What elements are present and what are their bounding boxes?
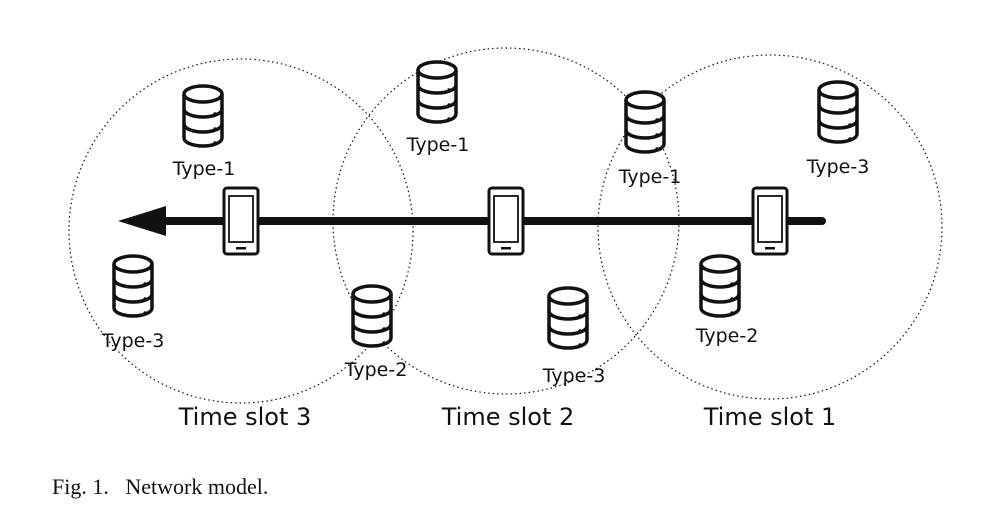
smartphone-icon (222, 186, 260, 256)
database-server-icon (416, 60, 458, 124)
time-slot-label: Time slot 1 (703, 403, 837, 431)
coverage-area-slot3 (68, 58, 414, 404)
smartphone-icon (487, 186, 525, 256)
server-type-label: Type-3 (101, 330, 165, 352)
database-server-icon (547, 286, 589, 350)
smartphone-icon (751, 186, 789, 256)
coverage-area-slot1 (597, 54, 943, 400)
server-type-label: Type-2 (695, 325, 759, 347)
server-type-label: Type-3 (806, 156, 870, 178)
time-slot-label: Time slot 2 (441, 403, 575, 431)
server-type-label: Type-1 (406, 134, 470, 156)
server-type-label: Type-3 (542, 365, 606, 387)
figure-number: Fig. 1. (52, 474, 109, 499)
database-server-icon (112, 254, 154, 318)
time-slot-label: Time slot 3 (178, 403, 312, 431)
server-type-label: Type-2 (344, 359, 408, 381)
database-server-icon (699, 254, 741, 318)
figure-caption-text: Network model. (125, 474, 269, 499)
database-server-icon (351, 284, 393, 348)
database-server-icon (624, 90, 666, 154)
server-type-label: Type-1 (172, 158, 236, 180)
database-server-icon (182, 84, 224, 148)
figure-caption: Fig. 1. Network model. (52, 474, 268, 500)
server-type-label: Type-1 (618, 166, 682, 188)
database-server-icon (817, 80, 859, 144)
